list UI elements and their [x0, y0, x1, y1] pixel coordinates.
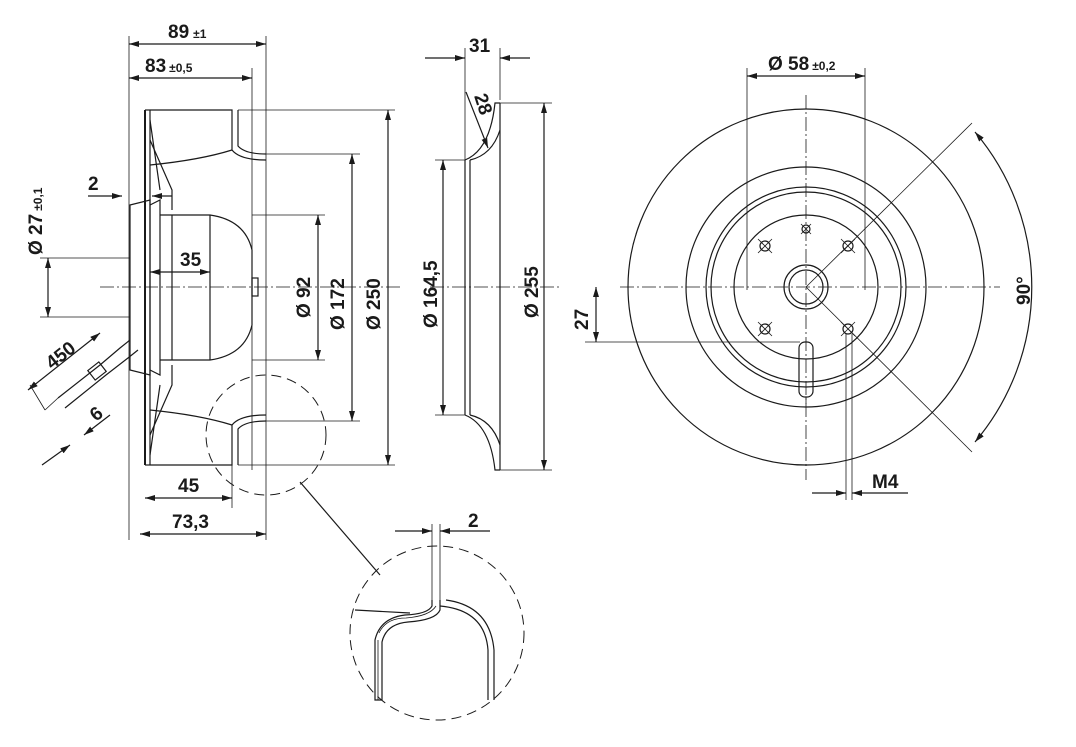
dim-depth-83: 83±0,5: [145, 56, 193, 77]
side-view: [27, 36, 400, 576]
mounting-holes: [757, 223, 856, 337]
dim-35: 35: [180, 250, 202, 271]
dim-dia-250: Ø 250: [364, 278, 385, 330]
dim-width-31: 31: [469, 36, 491, 57]
dim-dia-172: Ø 172: [328, 278, 349, 330]
dim-gap-2-left: 2: [88, 174, 99, 195]
dim-radius-28: 28: [469, 91, 496, 118]
dim-73-3: 73,3: [172, 512, 209, 533]
front-view: [585, 68, 1033, 500]
dim-detail-2: 2: [468, 511, 479, 532]
dim-cable-6: 6: [86, 403, 107, 426]
dim-thread-m4: M4: [872, 472, 899, 493]
dim-hub-dia: Ø 27±0,1: [26, 187, 47, 255]
dim-offset-27: 27: [572, 309, 593, 330]
detail-view: [349, 524, 525, 721]
dim-angle-90: 90°: [1014, 276, 1035, 305]
dim-dia-255: Ø 255: [522, 266, 543, 318]
inlet-ring-view: [425, 48, 560, 471]
dim-overall-depth: 89±1: [168, 22, 207, 43]
dim-45: 45: [178, 476, 200, 497]
dim-dia-164-5: Ø 164,5: [421, 260, 442, 328]
dim-bolt-circle: Ø 58±0,2: [768, 54, 836, 75]
dim-cable-length: 450: [42, 338, 80, 374]
dim-dia-92: Ø 92: [294, 277, 315, 318]
